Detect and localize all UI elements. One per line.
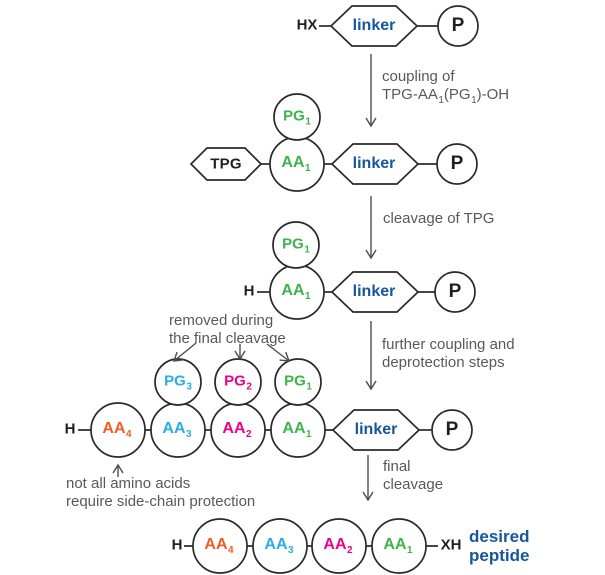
linker-hexagon-row1 (329, 5, 419, 47)
linker-hexagon-row3 (330, 271, 420, 313)
aa3-label-row4: AA3 (162, 420, 192, 440)
removed-arrow-pg1 (266, 343, 291, 362)
pg1-label-row3: PG1 (282, 235, 310, 256)
aa1-label-row5: AA1 (383, 536, 413, 556)
step-coupling-reagent: TPG-AA1(PG1)-OH (382, 86, 510, 106)
aa1-label-row2: AA1 (281, 154, 311, 174)
linker-label-row1: linker (352, 17, 396, 34)
aa4-circle-row5 (192, 518, 248, 574)
pg1-circle-row2 (273, 93, 321, 141)
h-label-row5: H (171, 536, 183, 554)
aa2-circle-row5 (311, 518, 367, 574)
resin-label-row2: P (450, 153, 464, 174)
h-label-row4: H (64, 420, 76, 438)
not-all-line2: require side-chain protection (66, 493, 256, 510)
step-further-label: further coupling and deprotection steps (382, 336, 515, 372)
aa3-circle-row5 (252, 518, 308, 574)
aa2-label-row5: AA2 (323, 536, 353, 556)
desired-line1: desired (469, 527, 530, 546)
step-final-label: final cleavage (383, 458, 443, 494)
step-further-line1: further coupling and (382, 336, 515, 353)
h-label-row3: H (243, 282, 255, 300)
step-further-line2: deprotection steps (382, 354, 505, 371)
aa2-label-row4: AA2 (222, 420, 252, 440)
pg2-label: PG2 (224, 372, 252, 393)
resin-circle-row4 (431, 409, 473, 451)
step-cleavage-tpg-label: cleavage of TPG (383, 210, 495, 227)
tpg-label: TPG (210, 155, 242, 173)
removed-arrow-pg3 (172, 342, 197, 362)
desired-line2: peptide (469, 546, 530, 565)
step-final-line2: cleavage (383, 476, 444, 493)
aa4-circle-row4 (90, 402, 146, 458)
linker-label-row2: linker (352, 155, 396, 172)
pg1-circle-row4 (274, 358, 322, 406)
resin-label-row1: P (451, 15, 465, 36)
aa1-label-row4: AA1 (282, 420, 312, 440)
step-coupling-line1: coupling of (382, 68, 455, 85)
xh-label: XH (440, 536, 462, 554)
pg1-circle-row3 (272, 221, 320, 269)
aa3-label-row5: AA3 (264, 536, 294, 556)
removed-line2: the final cleavage (169, 330, 286, 347)
resin-circle-row2 (436, 143, 478, 185)
not-all-line1: not all amino acids (66, 475, 191, 492)
removed-annotation: removed during the final cleavage (169, 312, 286, 348)
resin-circle-row1 (437, 5, 479, 47)
resin-label-row3: P (448, 281, 462, 302)
pg1-label-row2: PG1 (283, 107, 311, 128)
step-coupling-label: coupling of TPG-AA1(PG1)-OH (382, 68, 509, 106)
removed-line1: removed during (169, 312, 274, 329)
linker-label-row3: linker (352, 283, 396, 300)
resin-circle-row3 (434, 271, 476, 313)
step-final-line1: final (383, 458, 411, 475)
aa1-label-row3: AA1 (281, 282, 311, 302)
resin-label-row4: P (445, 419, 459, 440)
aa4-label-row5: AA4 (204, 536, 234, 556)
linker-label-row4: linker (354, 421, 398, 438)
desired-peptide-label: desired peptide (469, 527, 529, 565)
tpg-hexagon (189, 147, 263, 181)
linker-hexagon-row4 (331, 409, 421, 451)
aa1-circle-row5 (371, 518, 427, 574)
hx-label: HX (296, 16, 318, 34)
pg1-label-row4: PG1 (284, 372, 312, 393)
pg3-label: PG3 (164, 372, 192, 393)
not-all-annotation: not all amino acids require side-chain p… (66, 475, 255, 511)
aa4-label-row4: AA4 (102, 420, 132, 440)
linker-hexagon-row2 (330, 143, 420, 185)
